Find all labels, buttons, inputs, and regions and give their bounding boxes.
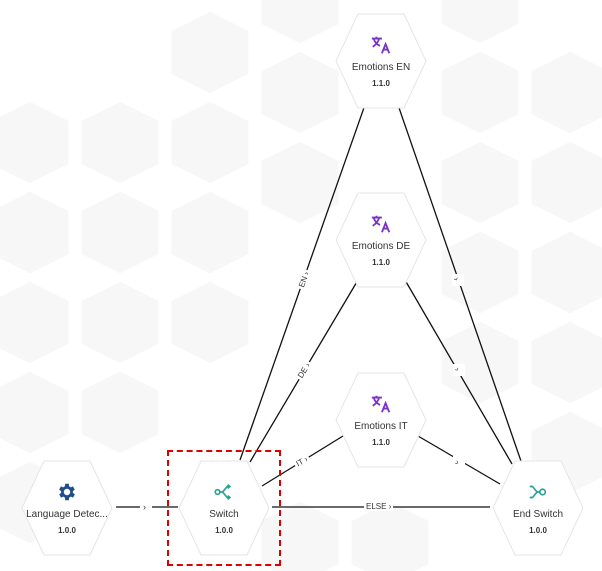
edge-label-else: ELSE › <box>364 502 394 511</box>
node-title: Emotions IT <box>354 421 408 432</box>
node-emotions-de[interactable]: Emotions DE 1.1.0 <box>335 190 427 290</box>
node-title: Emotions DE <box>351 241 411 252</box>
arrow-chevron-icon: › <box>453 456 465 468</box>
translate-icon <box>371 36 391 54</box>
arrow-chevron-icon: › <box>140 500 152 513</box>
node-title: Emotions EN <box>351 62 411 73</box>
node-version: 1.0.0 <box>58 526 76 535</box>
gear-icon <box>59 483 75 501</box>
svg-text:›: › <box>143 502 146 512</box>
translate-icon <box>371 215 391 233</box>
translate-icon <box>371 395 391 413</box>
node-version: 1.1.0 <box>372 79 390 88</box>
node-version: 1.0.0 <box>215 526 233 535</box>
node-title: Switch <box>209 509 239 520</box>
node-version: 1.0.0 <box>529 526 547 535</box>
svg-text:›: › <box>452 365 462 373</box>
arrow-chevron-icon: › <box>451 274 464 286</box>
svg-text:›: › <box>453 457 461 467</box>
node-emotions-it[interactable]: Emotions IT 1.1.0 <box>335 370 427 470</box>
selection-highlight <box>167 450 281 566</box>
node-end-switch[interactable]: End Switch 1.0.0 <box>492 458 584 558</box>
node-version: 1.1.0 <box>372 438 390 447</box>
node-language-detector[interactable]: Language Detec... 1.0.0 <box>21 458 113 558</box>
edge-label-else-text: ELSE <box>366 502 387 511</box>
node-title: Language Detec... <box>26 509 108 520</box>
node-title: End Switch <box>512 509 564 520</box>
node-version: 1.1.0 <box>372 258 390 267</box>
node-switch[interactable]: Switch 1.0.0 <box>178 458 270 558</box>
arrow-chevron-icon: › <box>452 364 465 376</box>
end-switch-icon <box>529 485 547 499</box>
node-emotions-en[interactable]: Emotions EN 1.1.0 <box>335 11 427 111</box>
svg-text:›: › <box>451 276 461 282</box>
switch-icon <box>214 484 232 500</box>
